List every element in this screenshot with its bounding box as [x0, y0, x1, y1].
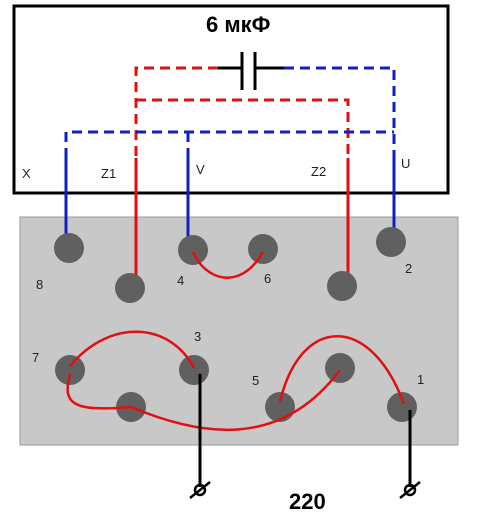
jumper-5-1: [278, 335, 406, 405]
terminal-3: [179, 355, 209, 385]
terminal-number-6: 6: [264, 271, 271, 286]
terminal-number-3: 3: [194, 329, 201, 344]
supply-terminals: [189, 481, 421, 499]
motor-box: [12, 4, 450, 195]
jumper-4-6: [191, 251, 265, 279]
label-z2: Z2: [311, 164, 326, 179]
capacitor: [218, 52, 284, 90]
terminal-number-2: 2: [405, 261, 412, 276]
terminal-number-8: 8: [36, 277, 43, 292]
label-u: U: [401, 156, 410, 171]
terminal-7: [55, 355, 85, 385]
blue-dashed-wires: [64, 66, 396, 158]
terminal-number-4: 4: [177, 273, 184, 288]
supply-terminal-left: [193, 483, 207, 497]
voltage-label: 220: [289, 489, 326, 514]
terminal-number-7: 7: [32, 350, 39, 365]
terminal-z2: [327, 271, 357, 301]
jumper-7-3: [69, 330, 196, 369]
label-x: X: [22, 166, 31, 181]
terminal-number-1: 1: [417, 372, 424, 387]
terminal-z1: [115, 273, 145, 303]
terminal-2: [376, 227, 406, 257]
red-dashed-wires: [134, 66, 350, 158]
capacitor-label: 6 мкФ: [206, 12, 271, 37]
terminal-5: [265, 392, 295, 422]
label-v: V: [196, 162, 205, 177]
terminal-8: [54, 233, 84, 263]
terminal-6: [248, 234, 278, 264]
supply-terminal-right: [403, 483, 417, 497]
lead-wires: [64, 158, 396, 282]
terminal-4: [178, 235, 208, 265]
red-jumpers: [66, 251, 406, 431]
jumper-bottom-top-right: [130, 369, 341, 431]
label-z1: Z1: [101, 166, 116, 181]
terminal-number-5: 5: [252, 373, 259, 388]
supply-wires: [198, 374, 412, 487]
jumper-7-bottom: [66, 373, 132, 410]
terminal-top-right: [325, 353, 355, 383]
